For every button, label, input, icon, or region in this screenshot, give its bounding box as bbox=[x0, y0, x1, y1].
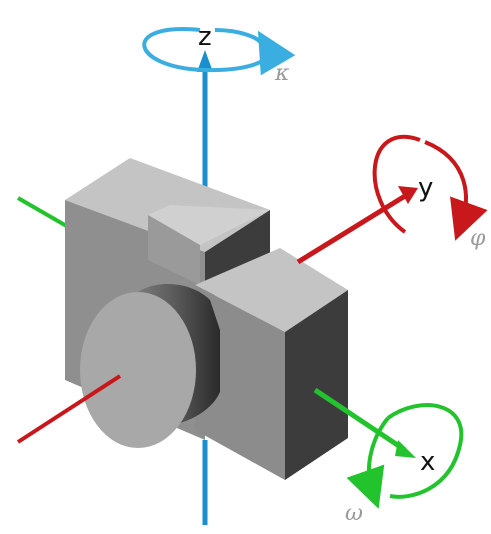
right-block-side bbox=[285, 290, 348, 480]
viewfinder-front bbox=[148, 215, 200, 285]
x-axis-label: x bbox=[420, 447, 435, 477]
omega-rotation-arrow-tail bbox=[346, 416, 390, 509]
z-axis-arrowhead bbox=[197, 50, 213, 72]
x-axis-front bbox=[313, 387, 407, 453]
phi-rotation-arrow-right bbox=[424, 140, 488, 241]
y-axis-back bbox=[17, 196, 71, 230]
omega-label: ω bbox=[345, 501, 363, 526]
phi-rotation-arrow bbox=[372, 135, 421, 234]
y-axis-front bbox=[296, 193, 407, 265]
omega-rotation-arrow bbox=[386, 403, 464, 499]
y-axis-arrowhead bbox=[398, 186, 418, 204]
x-axis-back bbox=[16, 374, 122, 444]
x-axis-arrowhead bbox=[395, 440, 416, 458]
kappa-rotation-arrow bbox=[142, 27, 296, 76]
y-axis-label: y bbox=[418, 173, 433, 203]
lens-front bbox=[80, 292, 196, 448]
right-block-top bbox=[195, 248, 348, 332]
viewfinder-top bbox=[148, 205, 270, 245]
z-axis-label: z bbox=[198, 22, 212, 52]
phi-label: φ bbox=[470, 226, 486, 251]
kappa-label: κ bbox=[274, 61, 290, 86]
kappa-rotation-arrow-top bbox=[214, 28, 264, 47]
